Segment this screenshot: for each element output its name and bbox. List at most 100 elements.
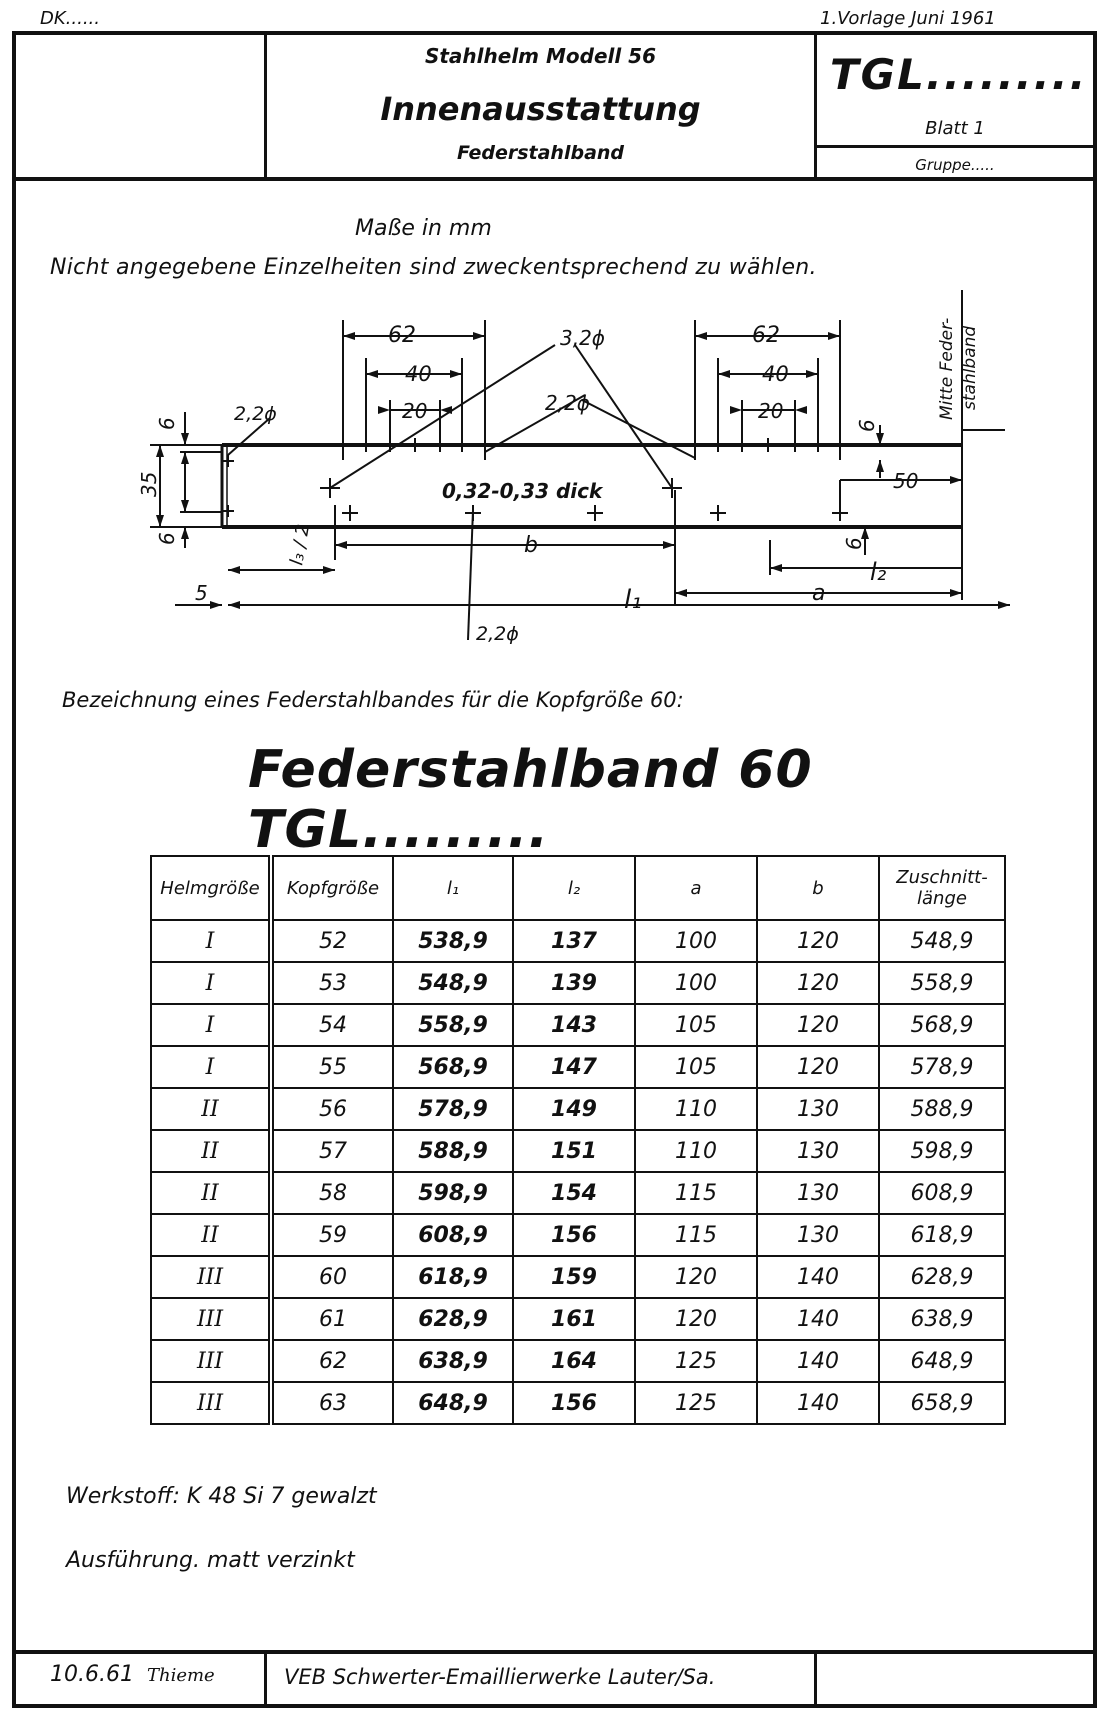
dim-b: b (524, 533, 538, 558)
table-cell: 558,9 (392, 1003, 514, 1047)
table-cell: 63 (270, 1381, 394, 1425)
table-cell: 115 (634, 1213, 758, 1257)
table-cell: 125 (634, 1339, 758, 1383)
table-cell: 608,9 (392, 1213, 514, 1257)
table-header-row: Helmgröße Kopfgröße l₁ l₂ a b Zuschnitt-… (150, 855, 1006, 921)
table-cell: III (150, 1339, 274, 1383)
table-cell: 62 (270, 1339, 394, 1383)
table-cell: 638,9 (878, 1297, 1006, 1341)
table-cell: 120 (756, 1045, 880, 1089)
table-cell: II (150, 1087, 274, 1131)
table-cell: 156 (512, 1213, 636, 1257)
table-cell: 598,9 (392, 1171, 514, 1215)
dim-6-bottom: 6 (155, 532, 179, 545)
center-mark-label-2: stahlband (960, 326, 980, 410)
table-cell: 598,9 (878, 1129, 1006, 1173)
footer-divider-left (264, 1650, 267, 1708)
table-cell: 140 (756, 1297, 880, 1341)
table-cell: I (150, 961, 274, 1005)
table-cell: 151 (512, 1129, 636, 1173)
table-cell: 130 (756, 1087, 880, 1131)
dim-20-left: 20 (402, 399, 427, 423)
table-cell: II (150, 1213, 274, 1257)
table-cell: 164 (512, 1339, 636, 1383)
dim-6-right-top: 6 (855, 419, 879, 432)
dim-35: 35 (137, 472, 161, 497)
hole-label-2-2-bottom: 2,2ϕ (476, 623, 519, 645)
table-cell: 125 (634, 1381, 758, 1425)
document-title-part: Federstahlband (456, 142, 625, 164)
table-cell: 120 (756, 1003, 880, 1047)
table-cell: 159 (512, 1255, 636, 1299)
table-cell: II (150, 1129, 274, 1173)
signature: Thieme (146, 1665, 215, 1686)
table-cell: 558,9 (878, 961, 1006, 1005)
header-divider-right (814, 31, 817, 179)
table-cell: 608,9 (878, 1171, 1006, 1215)
dim-l1: l₁ (624, 585, 642, 615)
thickness-label: 0,32-0,33 dick (442, 479, 604, 503)
company-name: VEB Schwerter-Emaillierwerke Lauter/Sa. (284, 1665, 716, 1689)
designation-note: Bezeichnung eines Federstahlbandes für d… (62, 688, 684, 712)
table-cell: 110 (634, 1129, 758, 1173)
dim-6-right-bottom: 6 (842, 537, 866, 550)
table-cell: 100 (634, 961, 758, 1005)
table-cell: 618,9 (878, 1213, 1006, 1257)
table-cell: 548,9 (392, 961, 514, 1005)
dim-5: 5 (195, 581, 208, 605)
table-cell: 59 (270, 1213, 394, 1257)
finish-note: Ausführung. matt verzinkt (66, 1548, 355, 1573)
table-cell: 105 (634, 1003, 758, 1047)
table-cell: 120 (634, 1297, 758, 1341)
designation-example: Federstahlband 60 TGL......... (248, 740, 813, 860)
sheet-number: Blatt 1 (925, 118, 985, 139)
table-cell: 54 (270, 1003, 394, 1047)
page-frame (12, 31, 1097, 1708)
header-bottom-line (12, 177, 1097, 181)
material-note: Werkstoff: K 48 Si 7 gewalzt (66, 1484, 377, 1509)
details-note: Nicht angegebene Einzelheiten sind zweck… (50, 255, 817, 280)
col-header-l1: l₁ (392, 855, 514, 921)
hole-label-2-2-middle: 2,2ϕ (545, 391, 590, 415)
footer-top-line (12, 1650, 1097, 1654)
table-cell: 588,9 (392, 1129, 514, 1173)
header-divider-left (264, 31, 267, 179)
table-cell: 538,9 (392, 919, 514, 963)
hole-label-3-2: 3,2ϕ (560, 326, 605, 350)
table-cell: 100 (634, 919, 758, 963)
table-cell: 140 (756, 1255, 880, 1299)
table-cell: 52 (270, 919, 394, 963)
dim-l2: l₂ (870, 558, 887, 586)
table-cell: I (150, 1045, 274, 1089)
footer-divider-right (814, 1650, 817, 1708)
table-cell: 130 (756, 1213, 880, 1257)
table-cell: III (150, 1381, 274, 1425)
table-cell: 658,9 (878, 1381, 1006, 1425)
table-cell: 55 (270, 1045, 394, 1089)
table-cell: I (150, 919, 274, 963)
table-cell: 568,9 (878, 1003, 1006, 1047)
document-title-main: Innenausstattung (380, 90, 701, 128)
col-header-b: b (756, 855, 880, 921)
table-cell: 120 (634, 1255, 758, 1299)
table-cell: 56 (270, 1087, 394, 1131)
table-cell: 149 (512, 1087, 636, 1131)
table-cell: 137 (512, 919, 636, 963)
table-cell: 628,9 (392, 1297, 514, 1341)
col-header-a: a (634, 855, 758, 921)
center-mark-label-1: Mitte Feder- (937, 318, 957, 420)
col-header-l2: l₂ (512, 855, 636, 921)
col-header-helmgroesse: Helmgröße (150, 855, 274, 921)
technical-drawing: 62 40 20 62 40 20 3,2ϕ 2,2ϕ 2,2ϕ 2,2ϕ 6 … (137, 290, 1010, 645)
col-header-kopfgroesse: Kopfgröße (270, 855, 394, 921)
document-title-model: Stahlhelm Modell 56 (424, 44, 657, 68)
dim-l3-half: l₃ / 2 (286, 523, 314, 567)
table-cell: 628,9 (878, 1255, 1006, 1299)
